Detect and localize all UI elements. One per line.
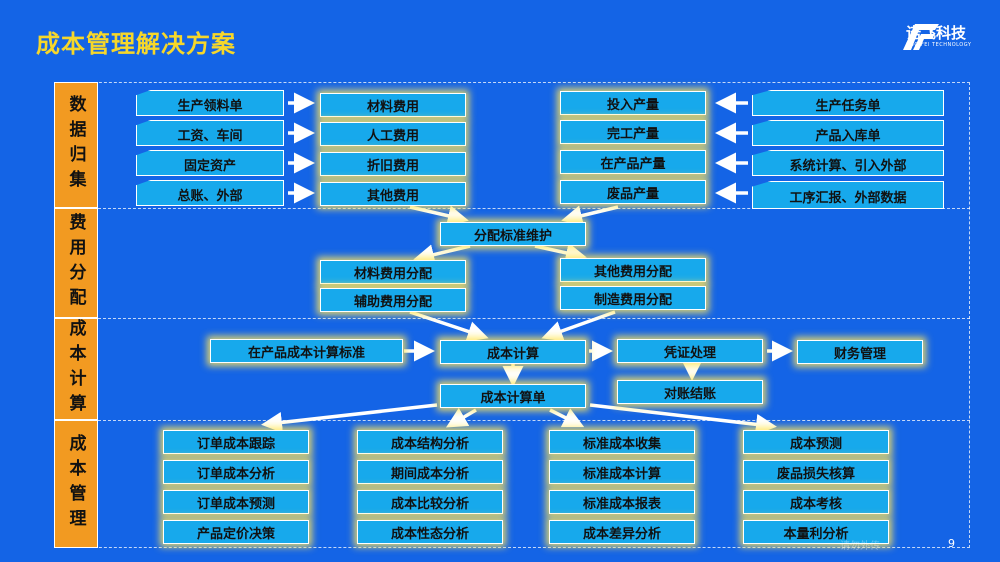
mgmt-standard-cost-calc[interactable]: 标准成本计算 xyxy=(549,460,695,484)
source-wages-workshop[interactable]: 工资、车间 xyxy=(136,120,284,146)
allocation-auxiliary[interactable]: 辅助费用分配 xyxy=(320,288,466,312)
brand-logo-icon xyxy=(903,24,939,50)
mgmt-cost-assessment[interactable]: 成本考核 xyxy=(743,490,889,514)
category-cost-calculation: 成本计算 xyxy=(54,318,98,420)
arrow xyxy=(549,408,585,428)
voucher-processing[interactable]: 凭证处理 xyxy=(617,339,763,363)
source-fixed-assets[interactable]: 固定资产 xyxy=(136,150,284,176)
category-cost-allocation: 费用分配 xyxy=(54,208,98,318)
source-product-receipt[interactable]: 产品入库单 xyxy=(752,120,944,146)
cost-other[interactable]: 其他费用 xyxy=(320,182,466,206)
output-scrap-quantity[interactable]: 废品产量 xyxy=(560,180,706,204)
arrow xyxy=(561,205,619,226)
cost-material[interactable]: 材料费用 xyxy=(320,93,466,117)
reconcile-close[interactable]: 对账结账 xyxy=(617,380,763,404)
brand-subtitle: NUO FEI TECHNOLOGY xyxy=(906,42,972,48)
arrow xyxy=(445,407,477,428)
mgmt-cost-behavior[interactable]: 成本性态分析 xyxy=(357,520,503,544)
mgmt-order-cost-tracking[interactable]: 订单成本跟踪 xyxy=(163,430,309,454)
brand-name: 诺飞科技 xyxy=(906,24,967,42)
page-title: 成本管理解决方案 xyxy=(36,30,236,58)
category-cost-management: 成本管理 xyxy=(54,420,98,548)
arrow xyxy=(261,403,438,433)
page-number: 9 xyxy=(948,537,955,550)
source-production-material-slip[interactable]: 生产领料单 xyxy=(136,90,284,116)
cost-calculation[interactable]: 成本计算 xyxy=(440,340,586,364)
mgmt-period-cost[interactable]: 期间成本分析 xyxy=(357,460,503,484)
mgmt-order-cost-analysis[interactable]: 订单成本分析 xyxy=(163,460,309,484)
mgmt-product-pricing[interactable]: 产品定价决策 xyxy=(163,520,309,544)
arrow xyxy=(589,403,777,435)
mgmt-scrap-loss[interactable]: 废品损失核算 xyxy=(743,460,889,484)
output-input-quantity[interactable]: 投入产量 xyxy=(560,91,706,115)
mgmt-order-cost-forecast[interactable]: 订单成本预测 xyxy=(163,490,309,514)
mgmt-cost-comparison[interactable]: 成本比较分析 xyxy=(357,490,503,514)
mgmt-standard-cost-report[interactable]: 标准成本报表 xyxy=(549,490,695,514)
arrow xyxy=(413,244,471,265)
arrow xyxy=(409,310,489,342)
arrow xyxy=(534,242,587,264)
arrow xyxy=(409,205,469,227)
mgmt-cost-structure[interactable]: 成本结构分析 xyxy=(357,430,503,454)
allocation-manufacturing[interactable]: 制造费用分配 xyxy=(560,286,706,310)
cost-labor[interactable]: 人工费用 xyxy=(320,122,466,146)
mgmt-standard-cost-collect[interactable]: 标准成本收集 xyxy=(549,430,695,454)
arrow xyxy=(541,310,616,342)
section-divider xyxy=(98,318,970,319)
source-system-calc-import[interactable]: 系统计算、引入外部 xyxy=(752,150,944,176)
source-ledger-external[interactable]: 总账、外部 xyxy=(136,180,284,206)
mgmt-cost-forecast[interactable]: 成本预测 xyxy=(743,430,889,454)
category-data-collection: 数据归集 xyxy=(54,82,98,208)
financial-management[interactable]: 财务管理 xyxy=(797,340,923,364)
source-production-task[interactable]: 生产任务单 xyxy=(752,90,944,116)
allocation-standard-maintenance[interactable]: 分配标准维护 xyxy=(440,222,586,246)
cost-calculation-sheet[interactable]: 成本计算单 xyxy=(440,384,586,408)
section-divider xyxy=(98,420,970,421)
mgmt-cost-variance[interactable]: 成本差异分析 xyxy=(549,520,695,544)
wip-cost-standard[interactable]: 在产品成本计算标准 xyxy=(210,339,403,363)
output-wip-quantity[interactable]: 在产品产量 xyxy=(560,150,706,174)
allocation-material[interactable]: 材料费用分配 xyxy=(320,260,466,284)
source-process-report[interactable]: 工序汇报、外部数据 xyxy=(752,181,944,209)
watermark: 请勿外传 xyxy=(840,541,880,552)
output-completed-quantity[interactable]: 完工产量 xyxy=(560,120,706,144)
section-divider xyxy=(98,208,970,209)
mgmt-cvp-analysis[interactable]: 本量利分析 xyxy=(743,520,889,544)
cost-depreciation[interactable]: 折旧费用 xyxy=(320,152,466,176)
allocation-other[interactable]: 其他费用分配 xyxy=(560,258,706,282)
